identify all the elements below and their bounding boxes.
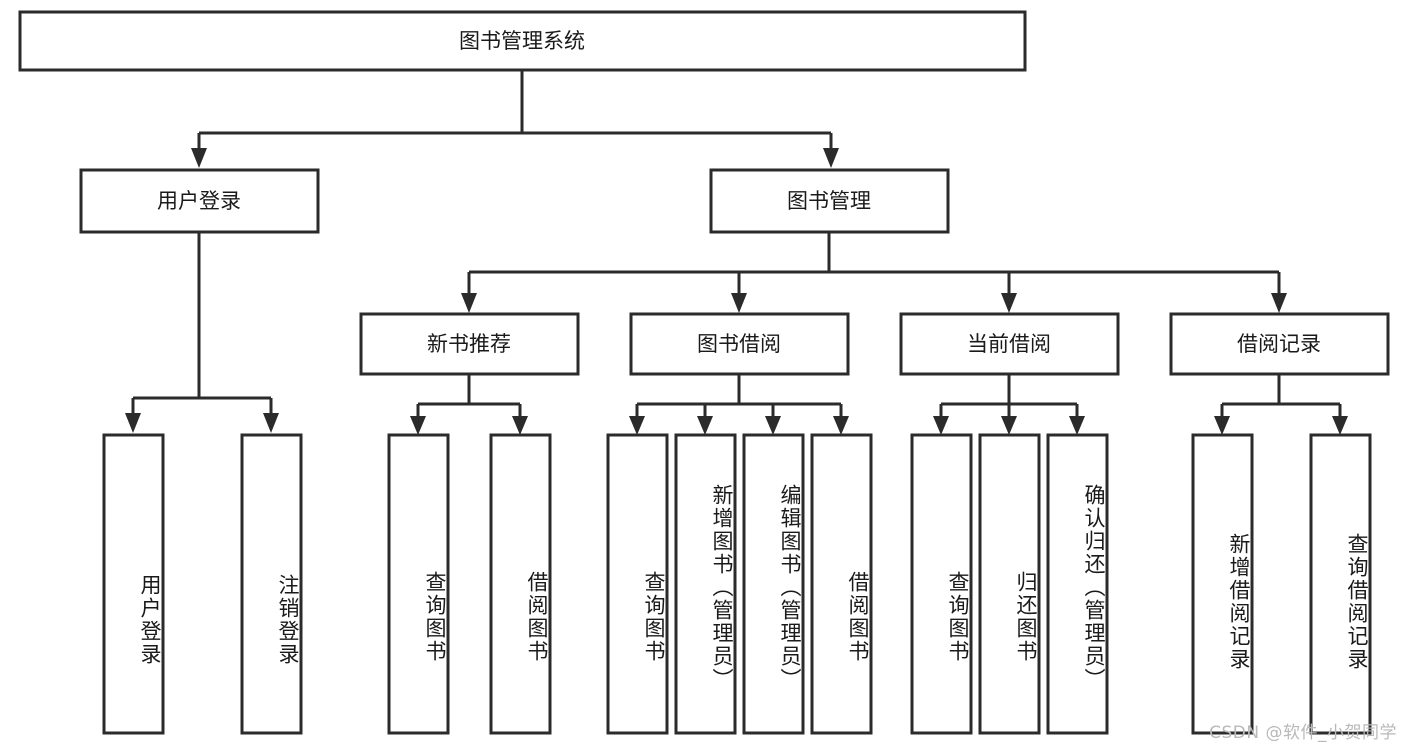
node-user-login-label: 用户登录 [157,189,241,213]
arrow-head-icon [833,416,849,435]
node-new-book-recommend[interactable]: 新书推荐 [359,312,580,376]
node-book-borrow[interactable]: 图书借阅 [629,312,850,376]
arrow-head-icon [263,413,279,433]
leaf-box-logout[interactable] [240,433,303,735]
arrow-head-icon [410,416,426,435]
connector-borrow-record-to-leaves [1214,374,1348,435]
node-borrow-record-label: 借阅记录 [1237,332,1321,356]
node-borrow-record[interactable]: 借阅记录 [1169,312,1390,376]
connector-book-management-to-level3 [461,232,1287,313]
connector-new-book-recommend-to-leaves [410,374,528,435]
node-root-system-label: 图书管理系统 [459,29,585,53]
arrow-head-icon [125,413,141,433]
leaf-box-query-book-current[interactable] [910,433,973,735]
connector-current-borrow-to-leaves [933,374,1085,435]
arrow-head-icon [1069,416,1085,435]
csdn-watermark: CSDN @软件_小贺同学 [1209,723,1397,743]
node-book-borrow-label: 图书借阅 [697,332,781,356]
leaf-box-confirm-return-admin[interactable] [1046,433,1109,735]
arrow-head-icon [512,416,528,435]
leaf-box-borrow-book-rec[interactable] [489,433,552,735]
node-user-login-rect[interactable] [79,168,320,234]
node-current-borrow-label: 当前借阅 [967,332,1051,356]
leaf-box-query-book-borrow[interactable] [606,433,669,735]
leaf-box-user-login[interactable] [102,433,165,735]
node-root-system-rect[interactable] [18,10,1027,72]
arrow-head-icon [697,416,713,435]
leaf-box-query-book-rec[interactable] [387,433,450,735]
arrow-head-icon [933,416,949,435]
arrow-head-icon [1001,293,1017,313]
connector-book-borrow-to-leaves [629,374,849,435]
node-new-book-recommend-label: 新书推荐 [427,332,511,356]
arrow-head-icon [765,416,781,435]
node-book-management-label: 图书管理 [787,189,871,213]
node-book-management[interactable]: 图书管理 [709,168,950,234]
connector-user-login-to-leaves [125,232,279,433]
node-new-book-recommend-rect[interactable] [359,312,580,376]
leaf-box-add-borrow-record[interactable] [1191,433,1254,735]
arrow-head-icon [461,293,477,313]
arrow-head-icon [191,148,207,168]
connector-root-to-level2 [191,70,839,168]
leaf-box-return-book[interactable] [978,433,1041,735]
node-current-borrow-rect[interactable] [899,312,1120,376]
leaf-box-borrow-book[interactable] [810,433,873,735]
leaf-box-add-book-admin[interactable] [674,433,737,735]
arrow-head-icon [1001,416,1017,435]
node-user-login[interactable]: 用户登录 [79,168,320,234]
arrow-head-icon [823,148,839,168]
arrow-head-icon [731,293,747,313]
node-current-borrow[interactable]: 当前借阅 [899,312,1120,376]
arrow-head-icon [1271,293,1287,313]
arrow-head-icon [1332,416,1348,435]
arrow-head-icon [1214,416,1230,435]
node-root-system[interactable]: 图书管理系统 [18,10,1027,72]
leaf-box-edit-book-admin[interactable] [742,433,805,735]
arrow-head-icon [629,416,645,435]
leaf-box-query-borrow-record[interactable] [1309,433,1372,735]
